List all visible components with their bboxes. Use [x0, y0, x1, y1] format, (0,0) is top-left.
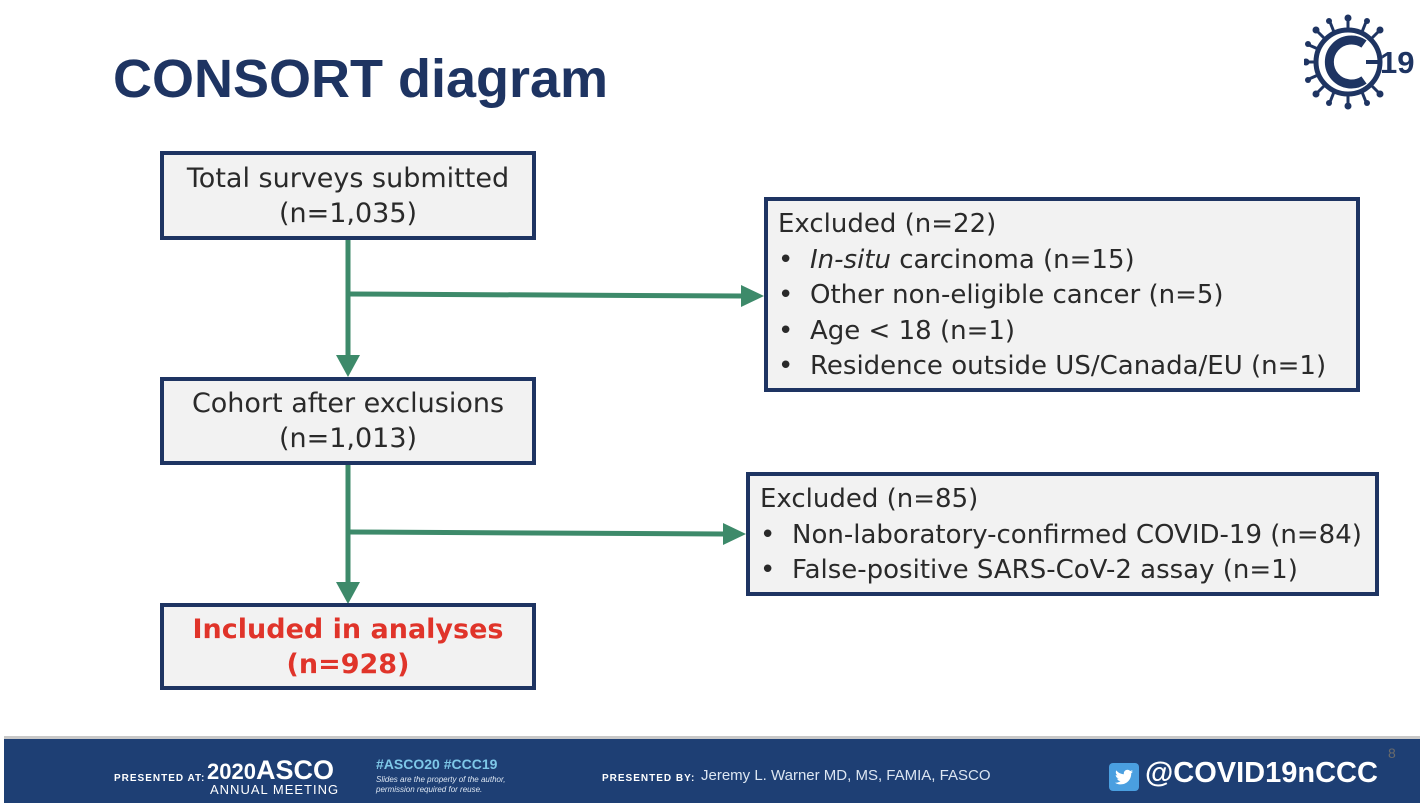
box-excluded-2: Excluded (n=85) • Non-laboratory-confirme…: [746, 472, 1379, 596]
presenter-name: Jeremy L. Warner MD, MS, FAMIA, FASCO: [701, 767, 991, 784]
presented-by-label: PRESENTED BY:: [602, 773, 696, 784]
slide-title: CONSORT diagram: [113, 49, 609, 109]
excluded-1-item-italic: In-situ: [810, 244, 891, 275]
excluded-1-item: • Residence outside US/Canada/EU (n=1): [778, 349, 1356, 385]
footer-bar: PRESENTED AT: 2020ASCO ANNUAL MEETING #A…: [4, 736, 1420, 803]
disclaimer: Slides are the property of the author,pe…: [376, 775, 505, 795]
bullet-icon: •: [778, 315, 794, 346]
excluded-1-item: • Age < 18 (n=1): [778, 314, 1356, 350]
bullet-icon: •: [760, 519, 776, 550]
asco-meeting-label: ANNUAL MEETING: [210, 782, 340, 797]
arrowhead-down-1: [336, 355, 360, 377]
disclaimer-line-2: permission required for reuse.: [376, 785, 483, 794]
box-total-surveys: Total surveys submitted (n=1,035): [160, 151, 536, 240]
asco-name: ASCO: [255, 755, 334, 785]
arrowhead-right-2: [723, 523, 746, 545]
box-total-surveys-count: (n=1,035): [278, 197, 418, 229]
box-included-count: (n=928): [286, 648, 410, 680]
twitter-handle[interactable]: @COVID19nCCC: [1145, 757, 1378, 789]
presented-at-label: PRESENTED AT:: [114, 773, 206, 784]
twitter-bird-icon: [1109, 763, 1139, 791]
excluded-1-item: • In-situ carcinoma (n=15): [778, 243, 1356, 279]
arrow-to-excluded-2: [347, 529, 725, 537]
excluded-1-heading: Excluded (n=22): [778, 209, 997, 239]
excluded-2-item: • Non-laboratory-confirmed COVID-19 (n=84…: [760, 518, 1375, 554]
box-excluded-1: Excluded (n=22) • In-situ carcinoma (n=15…: [764, 197, 1360, 392]
asco-logo-text: 2020ASCO: [207, 755, 334, 786]
box-cohort: Cohort after exclusions (n=1,013): [160, 377, 536, 465]
hashtags: #ASCO20 #CCC19: [376, 756, 498, 772]
arrowhead-right-1: [741, 285, 764, 307]
excluded-1-item: • Other non-eligible cancer (n=5): [778, 278, 1356, 314]
excluded-1-item-text: Residence outside US/Canada/EU (n=1): [810, 351, 1327, 381]
asco-year: 2020: [207, 759, 256, 784]
disclaimer-line-1: Slides are the property of the author,: [376, 775, 506, 784]
arrow-to-excluded-1: [347, 291, 743, 299]
box-cohort-label: Cohort after exclusions: [191, 388, 505, 419]
box-included: Included in analyses (n=928): [160, 603, 536, 690]
box-included-label: Included in analyses: [192, 613, 504, 645]
box-cohort-count: (n=1,013): [278, 423, 418, 454]
bullet-icon: •: [778, 280, 794, 310]
excluded-1-item-text: Other non-eligible cancer (n=5): [810, 280, 1224, 310]
excluded-2-item-text: False-positive SARS-CoV-2 assay (n=1): [792, 555, 1298, 585]
bullet-icon: •: [778, 244, 794, 275]
page-number: 8: [1388, 745, 1396, 761]
bullet-icon: •: [760, 555, 776, 585]
bullet-icon: •: [778, 351, 794, 381]
excluded-1-item-text: carcinoma (n=15): [890, 244, 1135, 275]
logo-text: 19: [1380, 45, 1414, 80]
excluded-2-item: • False-positive SARS-CoV-2 assay (n=1): [760, 553, 1375, 589]
virus-c19-logo-icon: 19: [1304, 14, 1414, 110]
excluded-1-item-text: Age < 18 (n=1): [810, 315, 1016, 346]
box-total-surveys-label: Total surveys submitted: [186, 162, 510, 194]
excluded-2-heading: Excluded (n=85): [760, 484, 979, 514]
excluded-2-item-text: Non-laboratory-confirmed COVID-19 (n=84): [792, 519, 1362, 550]
arrowhead-down-2: [336, 582, 360, 604]
